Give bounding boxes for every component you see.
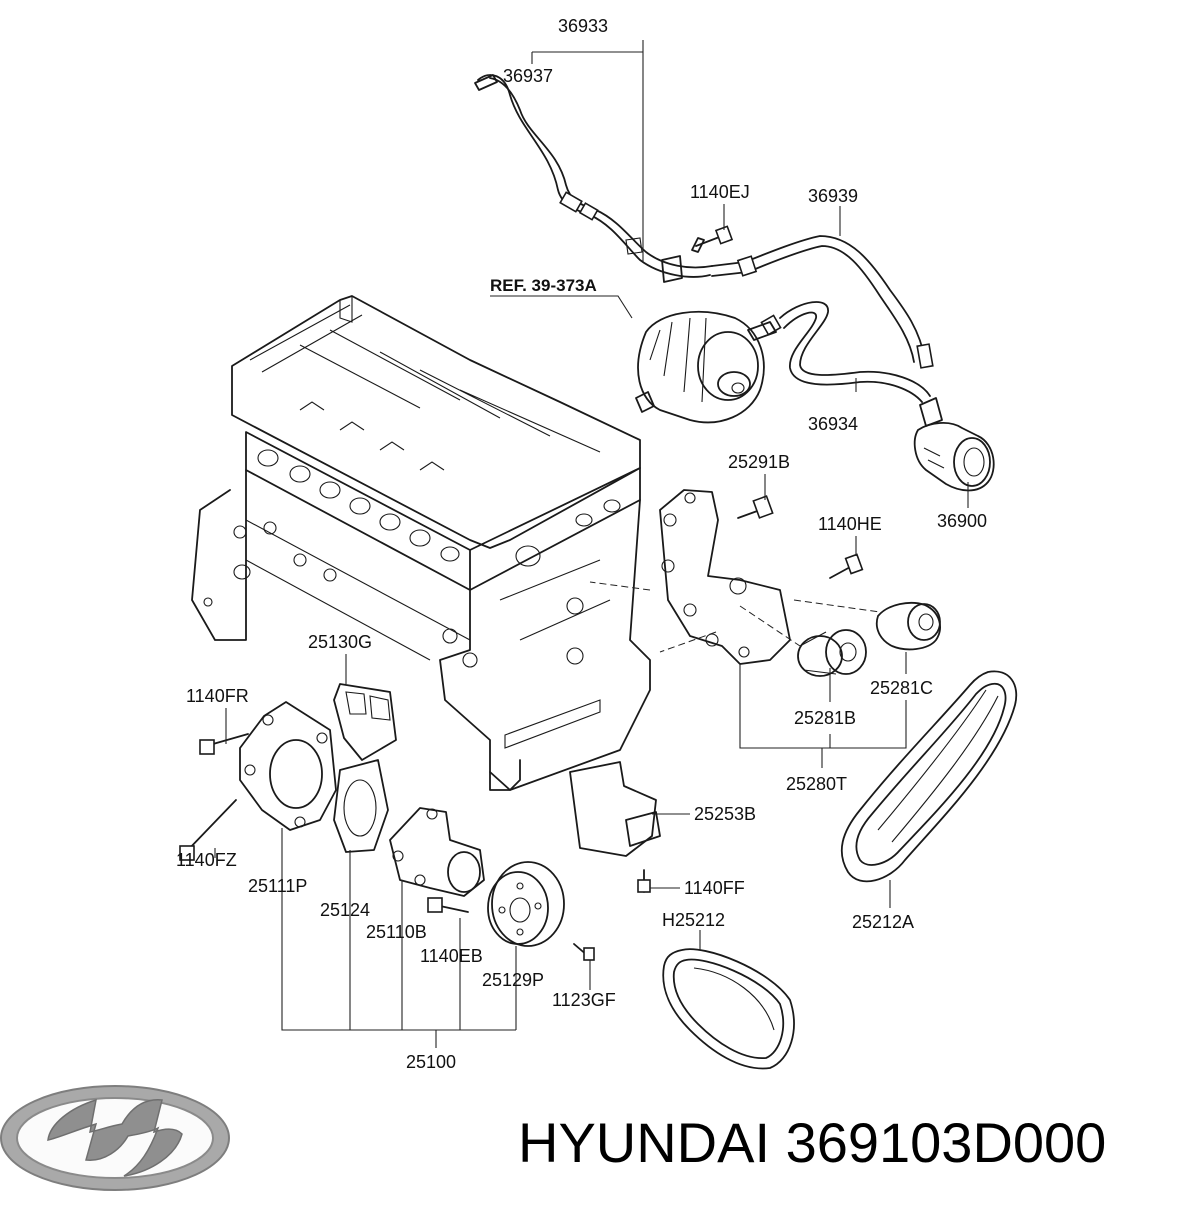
label-25129P: 25129P — [482, 970, 544, 990]
label-1123GF: 1123GF — [552, 990, 616, 1010]
label-25111P: 25111P — [248, 876, 307, 896]
label-36933: 36933 — [558, 16, 608, 36]
label-1140FR: 1140FR — [186, 686, 249, 706]
label-36934: 36934 — [808, 414, 858, 434]
label-1140EB: 1140EB — [420, 946, 483, 966]
brand-caption: HYUNDAI 369103D000 — [518, 1111, 1106, 1174]
gasket-25124 — [333, 759, 389, 853]
part-labels: 36933 36937 1140EJ 36939 REF. 39-373A 36… — [176, 16, 987, 1072]
bolt-bracket-25291B — [737, 495, 774, 519]
belt-25212A — [840, 670, 1018, 883]
leader-lines — [214, 40, 969, 1048]
pulley-25129P — [487, 861, 565, 947]
label-25281C: 25281C — [870, 678, 933, 698]
label-25291B: 25291B — [728, 452, 790, 472]
bracket-25291B — [659, 489, 791, 665]
label-25281B: 25281B — [794, 708, 856, 728]
label-25100: 25100 — [406, 1052, 456, 1072]
water-pump-25110B — [389, 807, 485, 897]
bolt-1140EJ — [691, 225, 734, 253]
label-ref-39-373A: REF. 39-373A — [490, 276, 597, 295]
label-1140FZ: 1140FZ — [176, 850, 237, 870]
label-1140EJ: 1140EJ — [690, 182, 750, 202]
label-25253B: 25253B — [694, 804, 756, 824]
label-25110B: 25110B — [366, 922, 427, 942]
label-36937: 36937 — [503, 66, 553, 86]
tensioner-25281C — [875, 602, 941, 651]
engine-block — [191, 295, 651, 791]
hyundai-logo — [0, 1085, 230, 1191]
label-25212A: 25212A — [852, 912, 914, 932]
hose-36937 — [474, 74, 713, 278]
bolt-1140HE — [829, 553, 864, 579]
hose-36939 — [711, 235, 934, 369]
label-36939: 36939 — [808, 186, 858, 206]
label-H25212: H25212 — [662, 910, 725, 930]
hose-clip — [625, 237, 683, 283]
label-1140HE: 1140HE — [818, 514, 882, 534]
bracket-25253B — [569, 761, 661, 893]
label-36900: 36900 — [937, 511, 987, 531]
alternator-ref-39-373A — [635, 310, 777, 424]
label-25130G: 25130G — [308, 632, 372, 652]
label-25280T: 25280T — [786, 774, 847, 794]
hose-36934 — [760, 301, 931, 403]
label-25124: 25124 — [320, 900, 370, 920]
vacuum-pump-36900 — [913, 397, 995, 492]
bolts-water-pump — [179, 733, 595, 961]
housing-25111P — [239, 701, 337, 831]
gasket-25130G — [333, 683, 397, 761]
label-1140FF: 1140FF — [684, 878, 745, 898]
belt-H25212 — [662, 948, 795, 1070]
idler-pulley-25281B — [797, 629, 867, 677]
